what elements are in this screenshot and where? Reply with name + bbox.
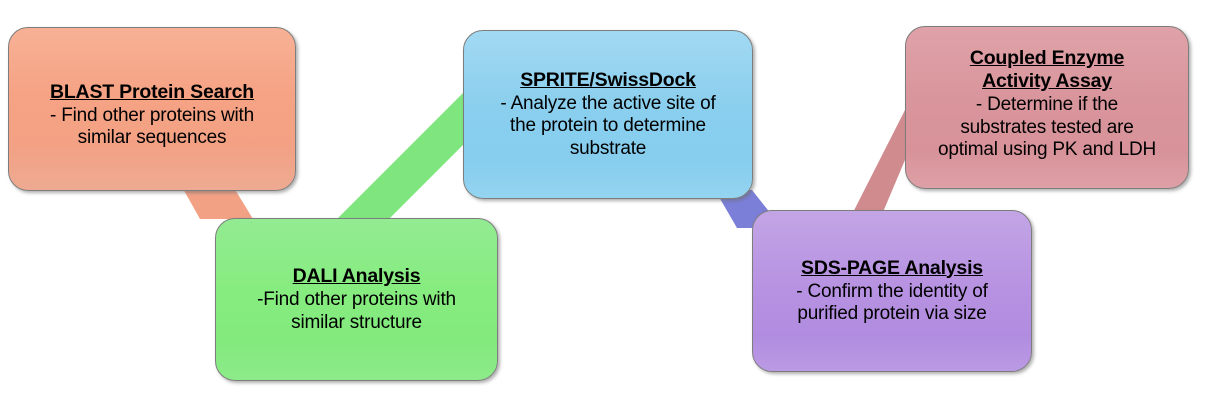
node-blast-description: - Find other proteins with similar seque… [50, 104, 254, 149]
node-sprite-title: SPRITE/SwissDock [520, 68, 696, 91]
node-assay-title: Coupled Enzyme Activity Assay [969, 47, 1125, 93]
node-blast-title: BLAST Protein Search [49, 80, 255, 103]
node-assay-description: - Determine if the substrates tested are… [937, 94, 1157, 161]
node-sds-page-analysis[interactable]: SDS-PAGE Analysis - Confirm the identity… [752, 210, 1032, 372]
node-dali-description: -Find other proteins with similar struct… [257, 289, 456, 333]
connector-sds-to-assay [840, 110, 905, 238]
connector-dali-to-sprite [311, 93, 463, 245]
node-blast-protein-search[interactable]: BLAST Protein Search - Find other protei… [8, 27, 296, 191]
node-sds-description: - Confirm the identity of purified prote… [796, 280, 988, 325]
node-coupled-enzyme-activity-assay[interactable]: Coupled Enzyme Activity Assay - Determin… [905, 26, 1189, 189]
node-sprite-description: - Analyze the active site of the protein… [500, 92, 716, 159]
node-sds-title: SDS-PAGE Analysis [801, 256, 983, 279]
node-sprite-swissdock[interactable]: SPRITE/SwissDock - Analyze the active si… [463, 30, 753, 199]
node-dali-analysis[interactable]: DALI Analysis -Find other proteins with … [215, 218, 498, 381]
node-dali-title: DALI Analysis [292, 265, 421, 287]
